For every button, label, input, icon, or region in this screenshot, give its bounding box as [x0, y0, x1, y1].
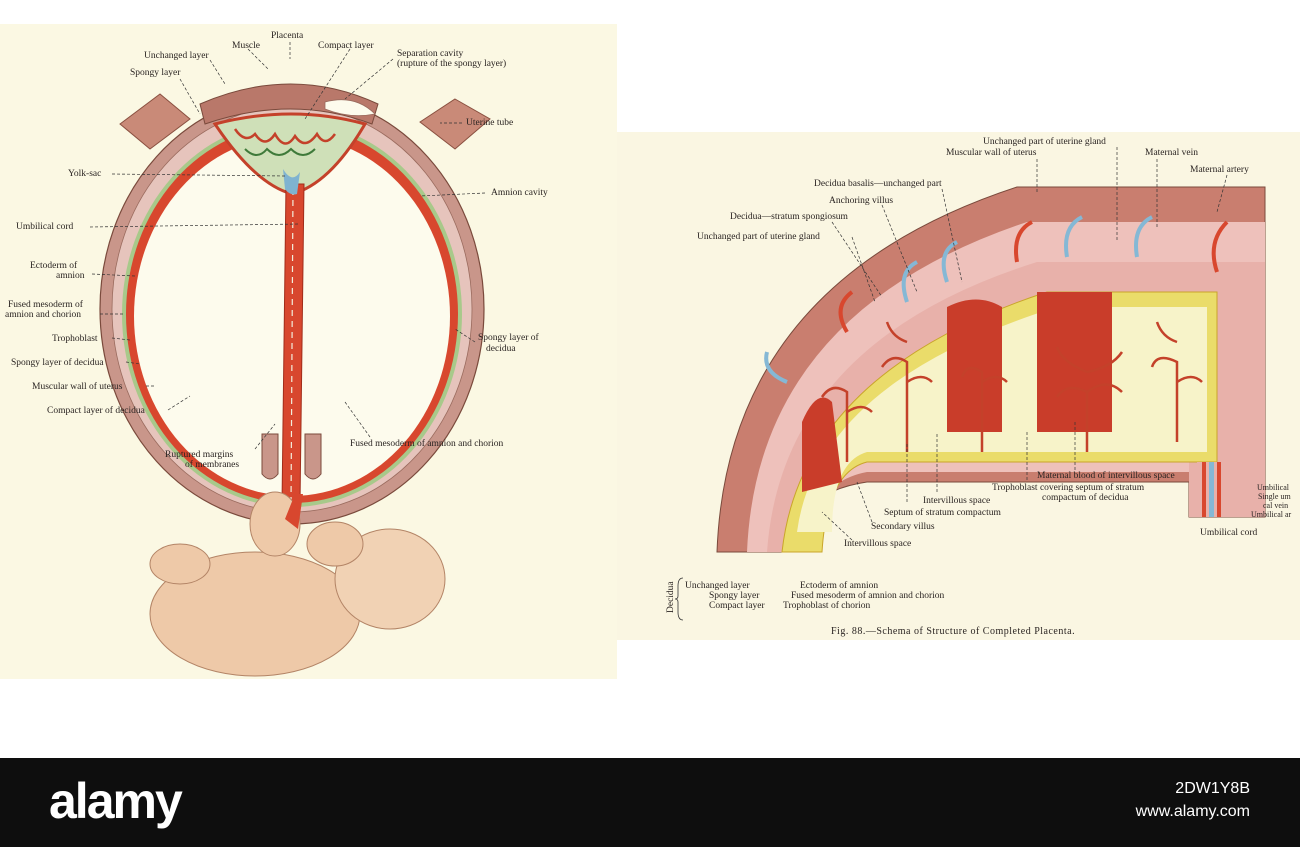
label-placenta: Placenta [271, 31, 304, 41]
label-maternal-blood: Maternal blood of intervillous space [1037, 470, 1175, 481]
decidua-bracket [674, 577, 684, 621]
label-unchanged-part-gland-left: Unchanged part of uterine gland [697, 231, 820, 242]
label-ectoderm-amnion: Ectoderm of amnion [800, 580, 878, 591]
label-spongy-layer: Spongy layer [130, 68, 181, 78]
maternal-blood-pool-2 [1037, 292, 1112, 432]
placenta-villi [212, 112, 368, 196]
label-decidua: decidua [486, 344, 516, 354]
label-fused-mesoderm-bottom: Fused mesoderm of amnion and chorion [350, 438, 504, 449]
ruptured-margin-left [261, 433, 279, 480]
label-unchanged-layer: Unchanged layer [144, 51, 209, 61]
label-unchanged-layer: Unchanged layer [685, 581, 750, 591]
label-muscular-wall: Muscular wall of uterus [32, 381, 123, 392]
uterine-tube-left [119, 93, 191, 150]
label-compact-layer: Compact layer [709, 601, 765, 611]
label-troph-cover-1: Trophoblast covering septum of stratum [992, 482, 1145, 493]
label-anchoring-villus: Anchoring villus [829, 196, 893, 206]
maternal-blood-pool-3 [802, 397, 842, 492]
separation-cavity [324, 99, 376, 117]
label-separation-cavity: Separation cavity [397, 49, 463, 59]
image-id: 2DW1Y8B [1175, 780, 1250, 797]
label-separation-cavity-note: (rupture of the spongy layer) [397, 58, 506, 69]
placenta-schema-diagram: Unchanged part of uterine gland Muscular… [666, 136, 1292, 637]
watermark-footer: alamy 2DW1Y8B www.alamy.com [0, 758, 1300, 847]
maternal-blood-pool-1 [947, 299, 1002, 432]
villi-branches [820, 321, 1203, 462]
alamy-logo: alamy [49, 773, 183, 829]
label-secondary-villus: Secondary villus [871, 522, 935, 532]
leader-lines [89, 42, 486, 450]
figure-caption: Fig. 88.—Schema of Structure of Complete… [831, 626, 1075, 637]
right-leader-lines [821, 147, 1228, 541]
label-trophoblast: Trophoblast [52, 334, 98, 344]
label-ruptured-2: of membranes [185, 459, 239, 470]
ruptured-margin-right [304, 433, 322, 480]
label-muscle: Muscle [232, 41, 260, 51]
label-uterine-tube: Uterine tube [466, 118, 513, 128]
label-ectoderm-of: Ectoderm of [30, 260, 78, 271]
label-unchanged-part-gland-top: Unchanged part of uterine gland [983, 136, 1106, 147]
label-spongy-layer-of: Spongy layer of [478, 332, 540, 343]
label-amnion-cavity: Amnion cavity [491, 188, 548, 198]
label-fused-mesoderm-2: amnion and chorion [5, 310, 81, 320]
label-decidua-bracket: Decidua [666, 581, 676, 613]
gravid-uterus-diagram: Placenta Muscle Unchanged layer Compact … [5, 31, 548, 677]
label-umbilical-cord: Umbilical cord [1200, 528, 1257, 538]
uterine-tube-right [419, 98, 491, 150]
site-url: www.alamy.com [1135, 803, 1250, 820]
left-figure-panel: Placenta Muscle Unchanged layer Compact … [0, 24, 617, 679]
label-ruptured-1: Ruptured margins [165, 450, 233, 460]
yolk-sac [283, 169, 300, 195]
placenta-muscle [199, 83, 379, 125]
label-decidua-basalis: Decidua basalis—unchanged part [814, 179, 942, 189]
label-umbilical-ar: Umbilical ar [1251, 510, 1292, 519]
label-decidua-spongiosum: Decidua—stratum spongiosum [730, 212, 849, 222]
label-spongy-layer: Spongy layer [709, 591, 760, 601]
label-trophoblast-chorion: Trophoblast of chorion [783, 600, 871, 611]
label-yolk-sac: Yolk-sac [68, 169, 101, 179]
label-fused-mesoderm: Fused mesoderm of amnion and chorion [791, 590, 945, 601]
label-compact-layer-decidua: Compact layer of decidua [47, 405, 146, 416]
label-cal-vein: cal vein [1263, 501, 1288, 510]
label-single-um: Single um [1258, 492, 1291, 501]
label-intervillous-space-1: Intervillous space [923, 496, 990, 506]
right-figure-panel: Unchanged part of uterine gland Muscular… [617, 132, 1300, 640]
label-troph-cover-2: compactum of decidua [1042, 492, 1129, 503]
label-umbilical-cord: Umbilical cord [16, 222, 73, 232]
label-maternal-artery: Maternal artery [1190, 165, 1249, 175]
label-intervillous-space-2: Intervillous space [844, 539, 911, 549]
umbilical-cord [281, 183, 305, 505]
label-umbilical: Umbilical [1257, 483, 1290, 492]
label-amnion: amnion [56, 271, 85, 281]
fetus-illustration [149, 491, 446, 677]
label-fused-mesoderm-1: Fused mesoderm of [8, 299, 84, 310]
label-maternal-vein: Maternal vein [1145, 148, 1198, 158]
label-septum: Septum of stratum compactum [884, 507, 1001, 518]
label-compact-layer: Compact layer [318, 41, 374, 51]
label-muscular-wall: Muscular wall of uterus [946, 147, 1037, 158]
label-spongy-layer-decidua: Spongy layer of decidua [11, 357, 104, 368]
